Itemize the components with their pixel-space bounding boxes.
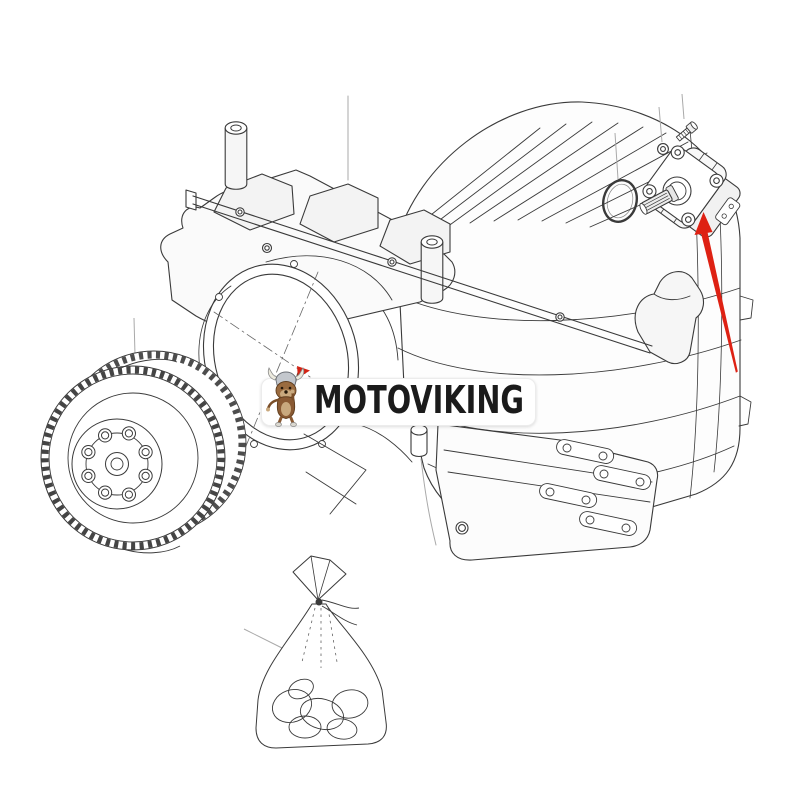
- bag-o-rings: [271, 678, 369, 740]
- stud-front: [224, 121, 248, 190]
- red-arrow: [694, 212, 738, 373]
- oil-pan: [435, 423, 659, 561]
- pump-spline-shaft: [639, 185, 679, 215]
- converter-hub: [71, 418, 163, 510]
- brand-text: MOTOVIKING: [314, 381, 524, 422]
- viking-dog-mascot-icon: [266, 366, 310, 427]
- transmission-assembly: [160, 95, 754, 561]
- stud-rear: [420, 235, 444, 304]
- torque-converter-gear: [40, 317, 247, 554]
- watermark-band: [261, 378, 536, 426]
- frame-rail: [185, 189, 653, 354]
- mounting-bracket: [634, 271, 705, 365]
- bolt: [675, 121, 698, 142]
- support-gussets: [303, 433, 367, 515]
- seal-kit-bag: [243, 555, 387, 749]
- hydraulic-gear-pump: [639, 145, 741, 238]
- o-ring-seal: [602, 179, 638, 223]
- pump-leader-lines: [614, 93, 685, 180]
- leader-lines: [347, 95, 437, 546]
- brand-wordmark: MOTOVIKING: [314, 381, 524, 422]
- washer: [657, 143, 669, 155]
